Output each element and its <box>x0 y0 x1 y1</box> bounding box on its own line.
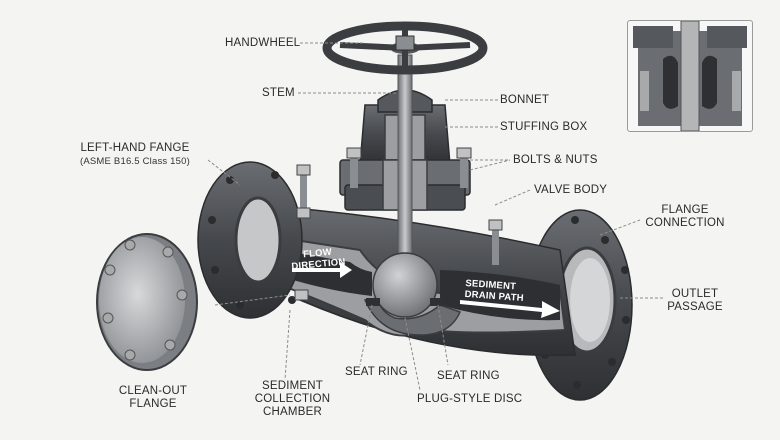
plug-style-disc <box>372 252 438 318</box>
left-flange <box>197 161 303 319</box>
label-sediment-chamber: SEDIMENT COLLECTION CHAMBER <box>254 380 331 418</box>
leader-lines <box>207 42 665 391</box>
label-left-flange-spec: (ASME B16.5 Class 150) <box>80 156 190 167</box>
label-left-flange: LEFT-HAND FANGE <box>80 142 190 154</box>
label-clean-out-flange: CLEAN-OUT FLANGE <box>118 385 188 410</box>
seat-rings <box>366 298 444 306</box>
flow-arrows <box>292 262 560 318</box>
stuffing-box-detail-inset <box>627 20 753 132</box>
label-left-flange-group: LEFT-HAND FANGE (ASME B16.5 Class 150) <box>60 142 210 168</box>
bolts-and-nuts <box>294 147 503 301</box>
handwheel <box>322 21 488 75</box>
label-sediment-drain-path: SEDIMENT DRAIN PATH <box>464 277 525 305</box>
label-flange-connection: FLANGE CONNECTION <box>645 204 725 229</box>
label-bolts-nuts: BOLTS & NUTS <box>513 154 598 166</box>
label-seat-ring-left: SEAT RING <box>345 366 408 378</box>
clean-out-flange <box>96 233 198 371</box>
label-handwheel: HANDWHEEL <box>225 37 301 49</box>
label-stem: STEM <box>262 87 295 99</box>
label-plug-style-disc: PLUG-STYLE DISC <box>417 393 523 405</box>
label-stuffing-box: STUFFING BOX <box>500 121 588 133</box>
label-valve-body: VALVE BODY <box>534 184 608 196</box>
inset-illustration <box>633 21 747 131</box>
label-seat-ring-right: SEAT RING <box>437 370 500 382</box>
label-outlet-passage: OUTLET PASSAGE <box>667 288 723 313</box>
valve-stem <box>397 54 413 281</box>
label-bonnet: BONNET <box>500 94 550 106</box>
